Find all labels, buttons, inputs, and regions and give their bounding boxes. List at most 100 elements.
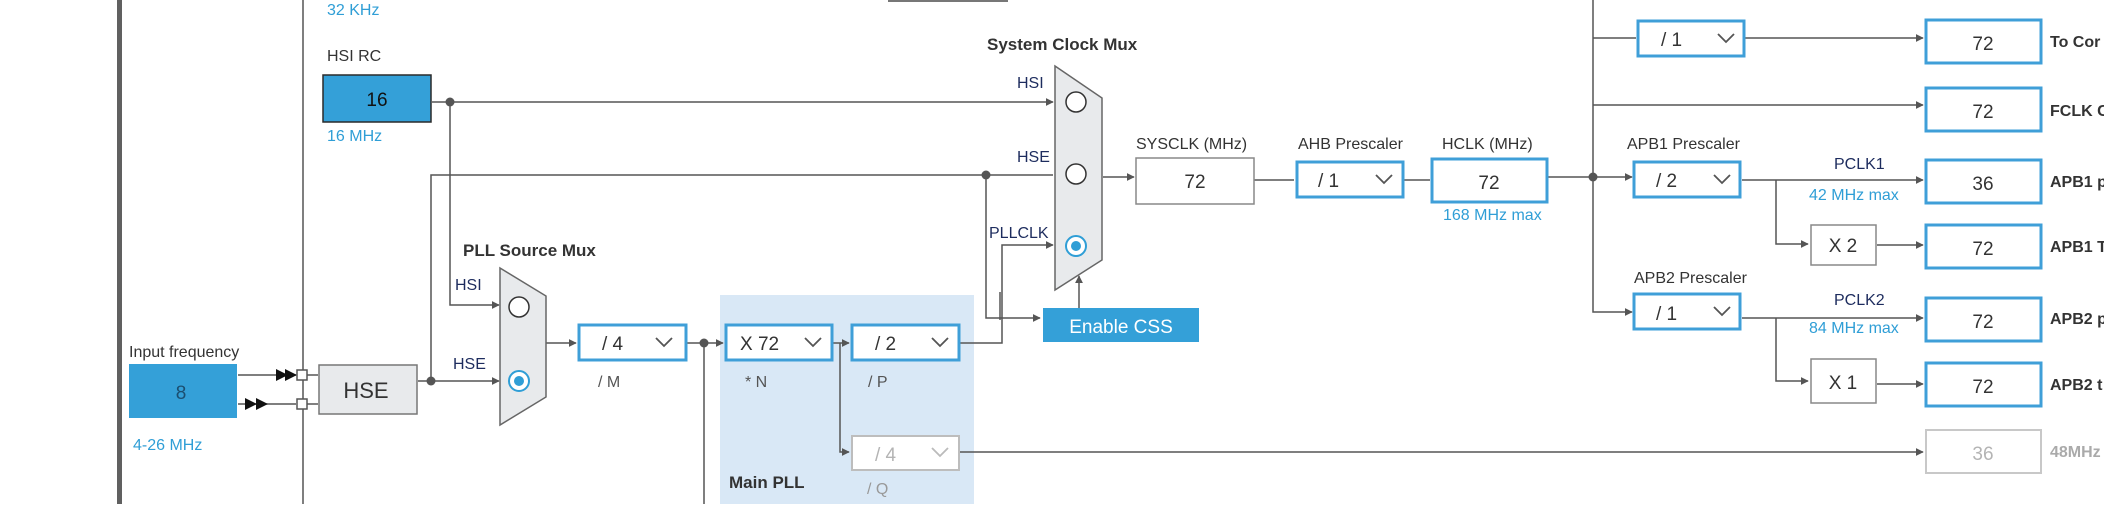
ahb-prescaler-dropdown[interactable] [1295, 160, 1405, 199]
pll-q-value: / 4 [875, 445, 897, 466]
input-frequency-range: 4-26 MHz [133, 437, 202, 454]
chevron-down-icon [931, 337, 949, 348]
output-field[interactable] [1924, 86, 2043, 133]
enable-css-button[interactable] [1043, 308, 1199, 342]
sysclk-label: SYSCLK (MHz) [1136, 136, 1247, 153]
pll-p-label: / P [868, 374, 888, 391]
system-clock-mux-title: System Clock Mux [987, 35, 1138, 54]
sys-mux-hse-radio[interactable] [1065, 163, 1087, 185]
apb1-timer-multiplier [1810, 224, 1877, 266]
pclk1-label: PCLK1 [1834, 156, 1885, 173]
pll-n-label: * N [745, 374, 767, 391]
output-value: 72 [1972, 312, 1993, 333]
pll-mux-hsi-radio[interactable] [508, 296, 530, 318]
output-value: 72 [1972, 239, 1993, 260]
hclk-value: 72 [1478, 173, 1499, 194]
hsi-rc-value: 16 [366, 90, 387, 111]
hclk-max: 168 MHz max [1443, 207, 1542, 224]
output-value: 72 [1972, 102, 1993, 123]
hsi-rc-frequency: 16 MHz [327, 128, 382, 145]
sysclk-value: 72 [1184, 172, 1205, 193]
top-prescaler-dropdown[interactable] [1636, 19, 1746, 58]
ahb-prescaler-value: / 1 [1318, 171, 1339, 192]
top-box-edge [888, 0, 1008, 2]
chevron-down-icon [931, 447, 949, 458]
hse-block-label: HSE [343, 378, 388, 403]
output-field[interactable] [1925, 429, 2042, 474]
hsi-rc-label: HSI RC [327, 48, 381, 65]
apb1-prescaler-label: APB1 Prescaler [1627, 136, 1741, 153]
output-value: 36 [1972, 444, 1993, 465]
output-label: FCLK C [2050, 103, 2104, 120]
chevron-down-icon [1717, 33, 1735, 44]
hsi-rc-block [322, 74, 432, 123]
output-field[interactable] [1924, 223, 2043, 270]
input-connector [245, 369, 308, 410]
pll-q-label: / Q [867, 481, 888, 498]
output-label: 48MHz [2050, 444, 2101, 461]
wires [238, 0, 1924, 504]
output-label: APB2 p [2050, 311, 2104, 328]
output-label: APB1 T [2050, 239, 2104, 256]
chevron-down-icon [655, 337, 673, 348]
hse-block [318, 364, 418, 415]
output-value: 72 [1972, 377, 1993, 398]
output-clocks: 72 To Cor 72 FCLK C 36 APB1 p 72 APB1 T … [1924, 18, 2104, 474]
apb1-prescaler-dropdown[interactable] [1632, 160, 1742, 199]
output-field[interactable] [1924, 296, 2043, 343]
pll-q-dropdown[interactable] [851, 435, 960, 471]
enable-css-label: Enable CSS [1069, 317, 1173, 338]
sys-mux-hsi-label: HSI [1017, 75, 1044, 92]
apb2-prescaler-value: / 1 [1656, 304, 1677, 325]
pll-p-dropdown[interactable] [850, 323, 961, 362]
apb2-prescaler-label: APB2 Prescaler [1634, 270, 1748, 287]
chevron-down-icon [1713, 306, 1731, 317]
pll-source-mux [499, 266, 547, 427]
output-value: 72 [1972, 34, 1993, 55]
output-label: APB2 t [2050, 377, 2103, 394]
pll-p-value: / 2 [875, 334, 896, 355]
hclk-label: HCLK (MHz) [1442, 136, 1533, 153]
pll-m-label: / M [598, 374, 620, 391]
chevron-down-icon [804, 337, 822, 348]
chevron-down-icon [1713, 174, 1731, 185]
output-field[interactable] [1924, 18, 2043, 65]
input-frequency-value: 8 [176, 383, 187, 404]
apb1-prescaler-value: / 2 [1656, 171, 1677, 192]
output-label: APB1 p [2050, 174, 2104, 191]
apb2-prescaler-dropdown[interactable] [1632, 292, 1742, 331]
pll-n-value: X 72 [740, 334, 779, 355]
sysclk-field [1135, 157, 1255, 205]
pll-mux-hsi-label: HSI [455, 277, 482, 294]
sys-mux-hse-label: HSE [1017, 149, 1050, 166]
pll-mux-hse-label: HSE [453, 356, 486, 373]
ahb-prescaler-label: AHB Prescaler [1298, 136, 1404, 153]
apb1-multiplier-value: X 2 [1829, 236, 1858, 257]
pll-m-dropdown[interactable] [577, 323, 688, 362]
top-prescaler-value: / 1 [1661, 30, 1682, 51]
hclk-field[interactable] [1430, 157, 1549, 204]
pll-source-mux-title: PLL Source Mux [463, 241, 596, 260]
chevron-down-icon [1375, 174, 1393, 185]
main-pll-title: Main PLL [729, 473, 805, 492]
apb2-timer-multiplier [1810, 358, 1877, 404]
pclk2-label: PCLK2 [1834, 292, 1885, 309]
apb2-multiplier-value: X 1 [1829, 373, 1858, 394]
input-frequency-label: Input frequency [129, 344, 239, 361]
sys-mux-pllclk-label: PLLCLK [989, 225, 1049, 242]
output-field[interactable] [1924, 361, 2043, 408]
output-value: 36 [1972, 174, 1993, 195]
lse-frequency: 32 KHz [327, 2, 379, 19]
output-field[interactable] [1924, 158, 2043, 205]
left-border [117, 0, 122, 504]
input-frequency-field[interactable] [129, 364, 237, 418]
apb1-max: 42 MHz max [1809, 187, 1899, 204]
apb2-max: 84 MHz max [1809, 320, 1899, 337]
pll-mux-hse-radio-dot [514, 376, 524, 386]
sys-mux-pllclk-radio-dot [1071, 241, 1081, 251]
sys-mux-hsi-radio[interactable] [1065, 91, 1087, 113]
junction-dots [426, 97, 1598, 386]
pll-m-value: / 4 [602, 334, 624, 355]
pll-n-dropdown[interactable] [724, 323, 834, 362]
